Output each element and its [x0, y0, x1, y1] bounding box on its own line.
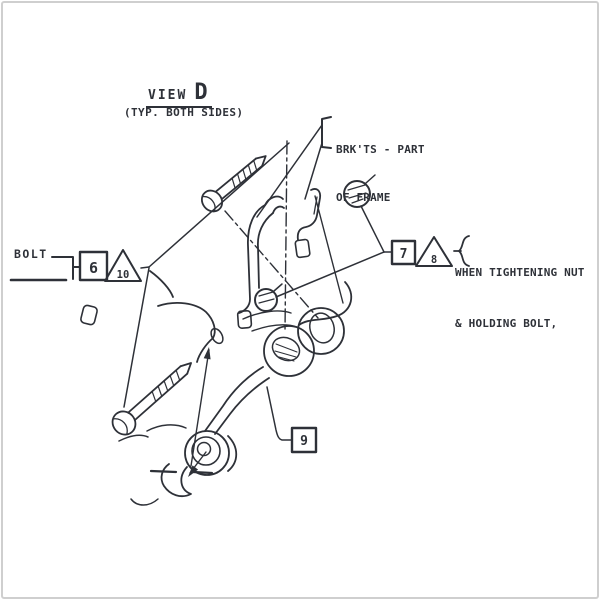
bolt-callout-leaders — [9, 142, 290, 408]
bolt-label: BOLT — [14, 247, 48, 261]
callout-number-nut: 7 — [400, 247, 408, 262]
callout-number-nut-caution: 8 — [431, 254, 437, 266]
brackets-label-line2: OF FRAME — [336, 191, 391, 204]
item-box-6 — [78, 250, 109, 282]
link-callout-leader — [266, 386, 293, 441]
caution-triangle-8 — [415, 236, 453, 267]
item-box-9 — [290, 426, 318, 454]
item-box-7 — [390, 239, 417, 266]
callout-number-bolt-caution: 10 — [117, 269, 130, 281]
view-title: VIEW D — [146, 80, 212, 108]
lower-nut — [254, 283, 283, 312]
nut-callout-leaders — [275, 205, 470, 298]
callout-number-link: 9 — [300, 434, 308, 449]
upper-bolt — [200, 155, 267, 213]
brackets-label: BRK'TS - PART OF FRAME — [336, 110, 425, 238]
lower-bolt — [111, 362, 192, 436]
tightening-note-line2: & HOLDING BOLT, — [455, 317, 558, 330]
direction-arrows — [188, 347, 211, 477]
view-title-word: VIEW — [148, 88, 188, 103]
tightening-note: WHEN TIGHTENING NUT & HOLDING BOLT, — [455, 230, 585, 366]
view-title-letter: D — [194, 80, 208, 105]
upper-nut — [343, 174, 376, 208]
link-insulator-assembly — [118, 281, 353, 506]
caution-triangle-10 — [104, 249, 142, 282]
brackets-label-line1: BRK'TS - PART — [336, 143, 425, 156]
view-subtitle: (TYP. BOTH SIDES) — [124, 106, 244, 119]
tightening-note-line1: WHEN TIGHTENING NUT — [455, 266, 585, 279]
callout-number-bolt: 6 — [89, 259, 98, 277]
callout-shapes — [78, 236, 453, 454]
